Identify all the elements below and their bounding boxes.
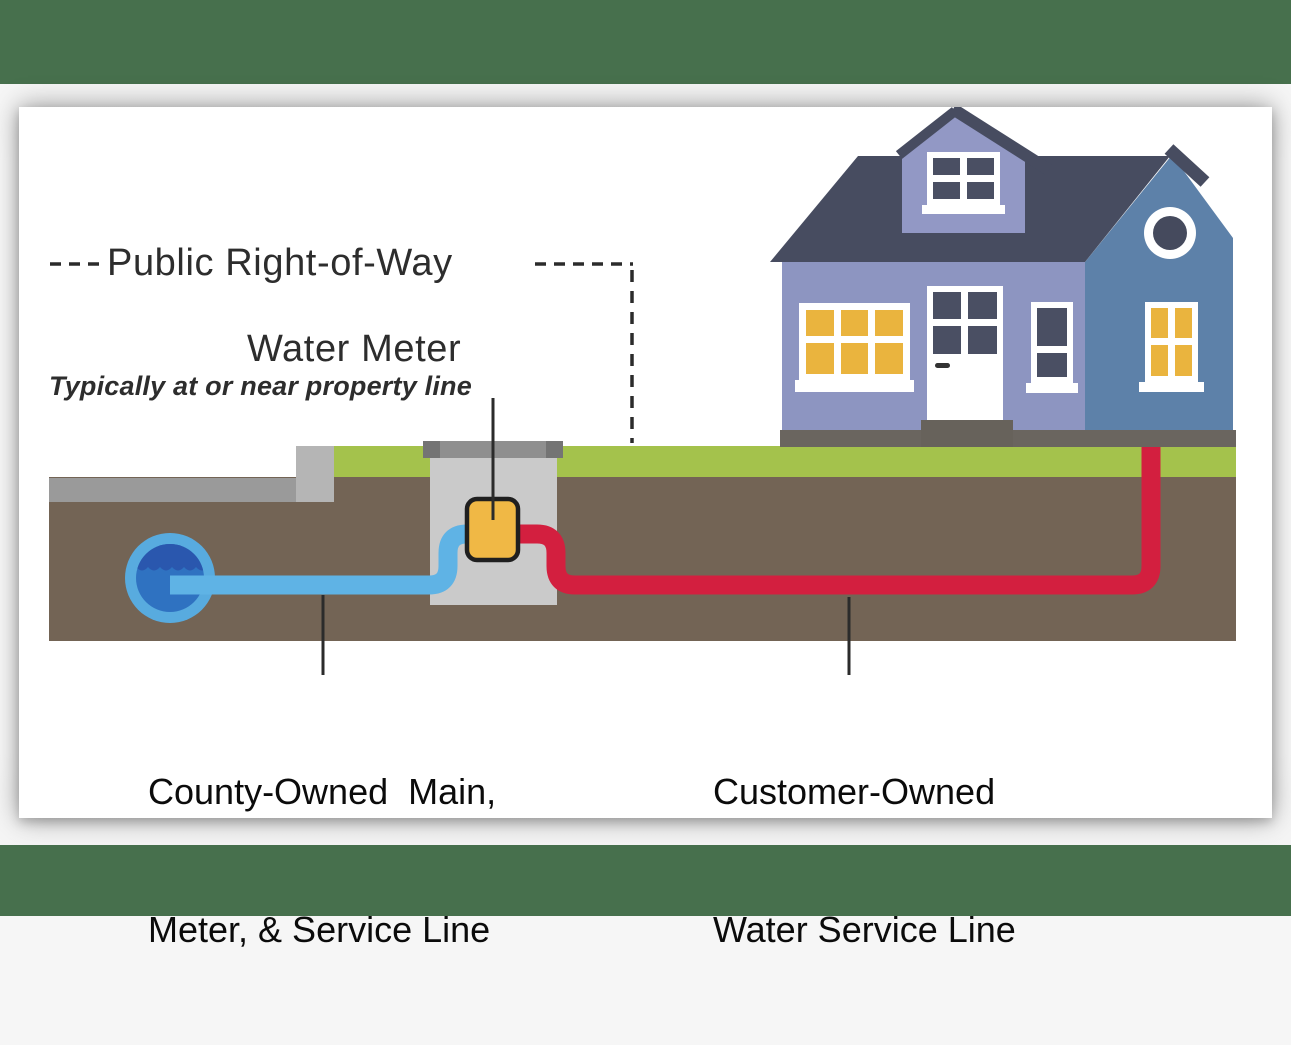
narrow-window-sill [1026, 383, 1078, 393]
gable-window-sill [1139, 382, 1204, 392]
bottom-green-bar [0, 845, 1291, 916]
county-owned-label-line2: Meter, & Service Line [148, 909, 491, 950]
customer-service-line-red [514, 440, 1161, 595]
county-owned-label-line1: County-Owned Main, [148, 771, 497, 812]
curb [296, 446, 334, 502]
water-meter-sublabel: Typically at or near property line [49, 371, 472, 401]
left-window-sill [795, 380, 914, 392]
dormer-window-sill [922, 205, 1005, 214]
page: Public Right-of-Way Water Meter Typicall… [0, 0, 1291, 950]
diagram-illustration [49, 107, 1236, 675]
top-green-bar [0, 0, 1291, 84]
gable-roof-edge [1164, 144, 1210, 187]
county-service-line-blue [170, 524, 471, 595]
dormer-roof-right [949, 107, 1053, 176]
door-step [921, 420, 1013, 447]
water-main-waterline [136, 544, 204, 571]
vault-lid-tab-left [423, 441, 440, 458]
water-meter-label: Water Meter [247, 328, 462, 370]
customer-owned-label-line2: Water Service Line [713, 909, 1016, 950]
door-window-muntin-h [933, 319, 997, 326]
soil [49, 477, 1236, 641]
door-handle [935, 363, 950, 368]
narrow-window-pane-bottom [1037, 353, 1067, 377]
dormer-window-muntin-h [933, 175, 994, 182]
vault-lid-tab-right [546, 441, 563, 458]
narrow-window-pane-top [1037, 308, 1067, 346]
customer-owned-label-line1: Customer-Owned [713, 771, 996, 812]
round-attic-window-glass [1153, 216, 1187, 250]
gable-window-muntin-h [1151, 338, 1192, 345]
public-right-of-way-label: Public Right-of-Way [107, 242, 453, 284]
diagram-card: Public Right-of-Way Water Meter Typicall… [19, 107, 1272, 950]
sidewalk [49, 478, 334, 502]
dormer-roof-left [895, 107, 959, 159]
left-window-muntin-h [806, 336, 903, 343]
customer-owned-label: Customer-Owned Water Service Line [713, 677, 1016, 1045]
county-owned-label: County-Owned Main, Meter, & Service Line [148, 677, 496, 1045]
